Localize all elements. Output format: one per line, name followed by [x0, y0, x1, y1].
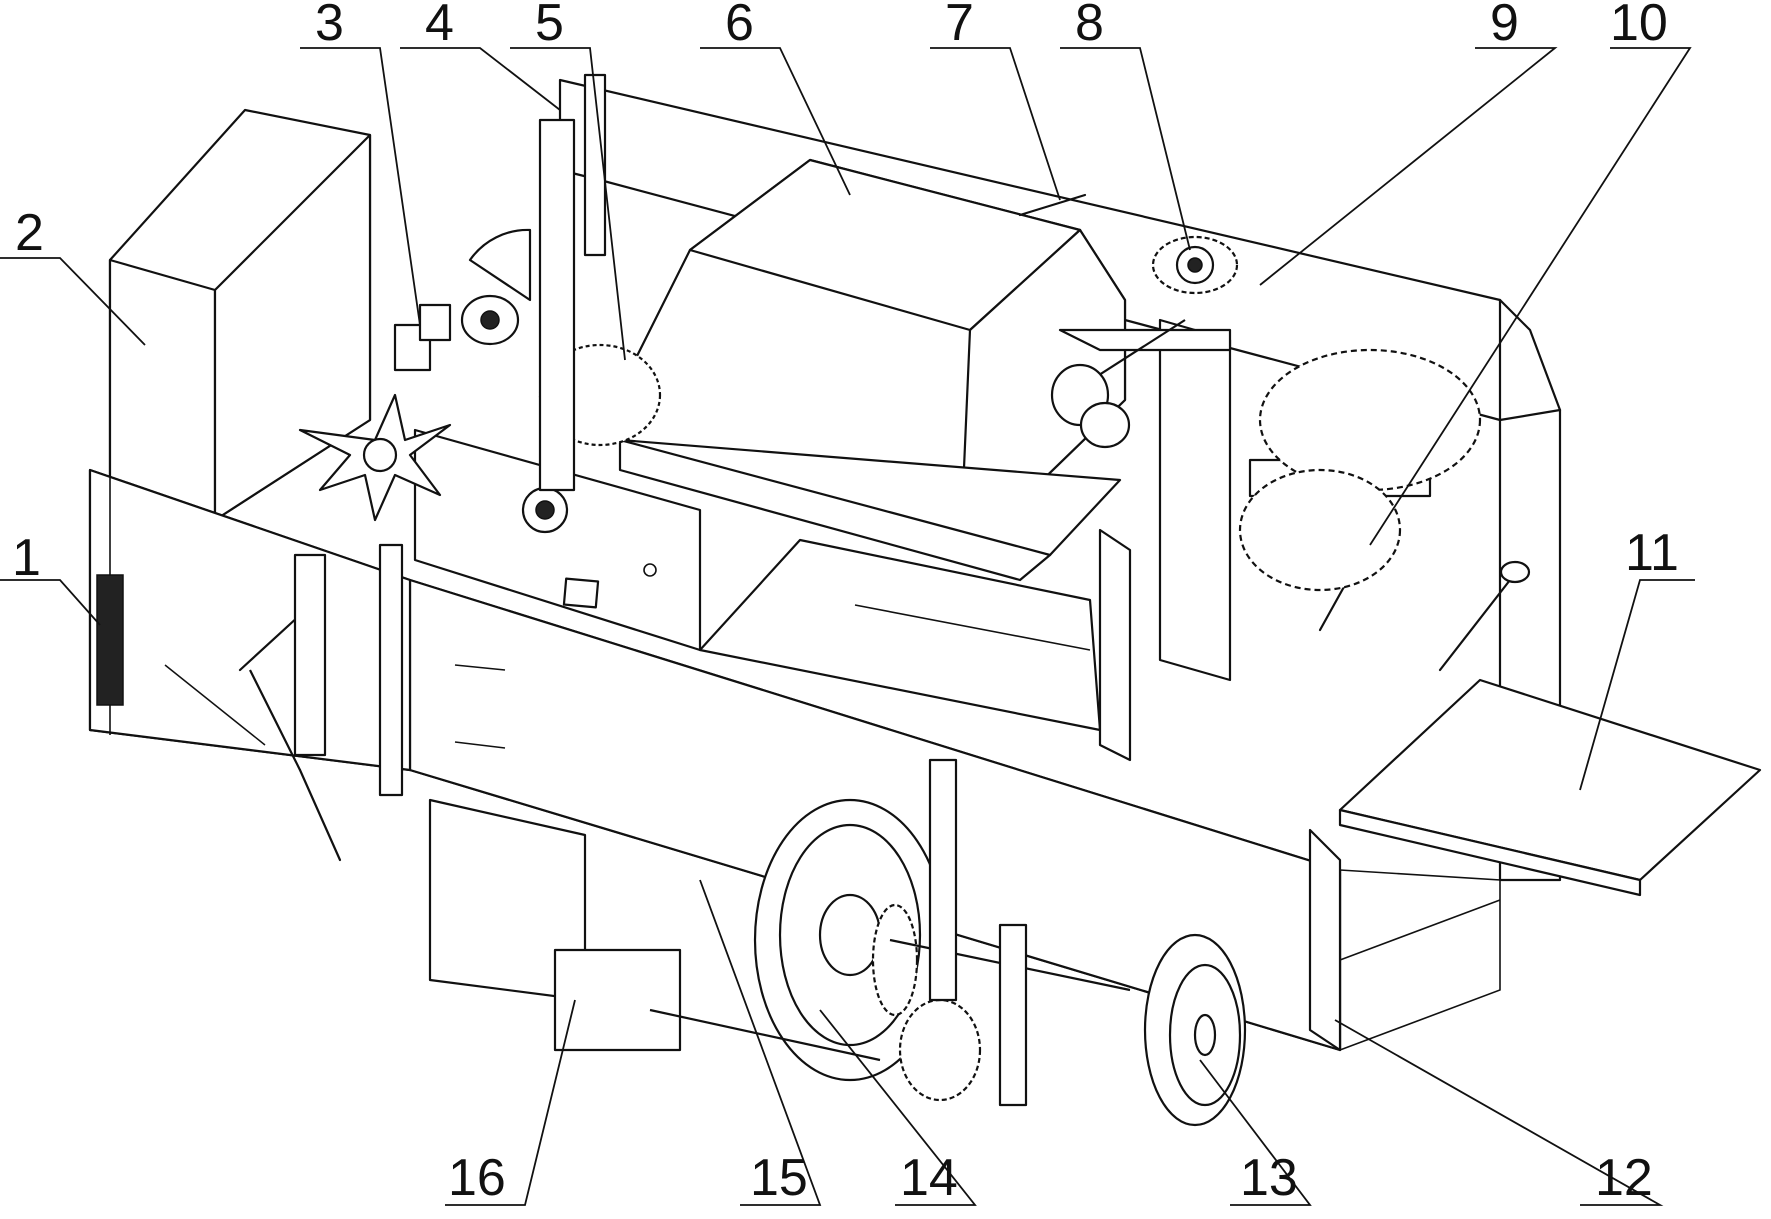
- callout-8: 8: [1075, 0, 1104, 52]
- callout-16: 16: [448, 1149, 506, 1207]
- cover-hood: [618, 158, 1127, 582]
- motor-box: [108, 108, 372, 522]
- bottom-frame: [1339, 869, 1501, 1052]
- spring: [96, 470, 266, 746]
- saw-drive: [393, 228, 662, 447]
- callout-9: 9: [1490, 0, 1519, 52]
- callout-13: 13: [1240, 1149, 1298, 1207]
- callout-15: 15: [750, 1149, 808, 1207]
- callout-11: 11: [1625, 524, 1679, 582]
- main-body: [88, 468, 1342, 1052]
- spike-wheel: [298, 393, 452, 522]
- table: [698, 538, 1102, 732]
- bar: [1018, 193, 1087, 217]
- leader-lines: [0, 47, 1695, 1206]
- crank-lever: [238, 543, 404, 862]
- callout-5: 5: [535, 0, 564, 52]
- delivery-ramp: [1338, 678, 1762, 897]
- callout-1: 1: [12, 529, 41, 587]
- callout-labels: 1 2 3 4 5 6 7 8 9 10 11 12 13 14 15 16: [12, 0, 1679, 1207]
- callout-4: 4: [425, 0, 454, 52]
- callout-7: 7: [945, 0, 974, 52]
- shaft-assembly: [1050, 319, 1186, 449]
- callout-10: 10: [1610, 0, 1668, 52]
- callout-12: 12: [1595, 1149, 1653, 1207]
- callout-6: 6: [725, 0, 754, 52]
- top-chain-drive: [1151, 235, 1482, 592]
- vertical-posts: [538, 73, 607, 492]
- callout-3: 3: [315, 0, 344, 52]
- upper-housing: [413, 428, 702, 652]
- lower-drive: [428, 758, 1247, 1127]
- callout-2: 2: [15, 204, 44, 262]
- callout-14: 14: [900, 1149, 958, 1207]
